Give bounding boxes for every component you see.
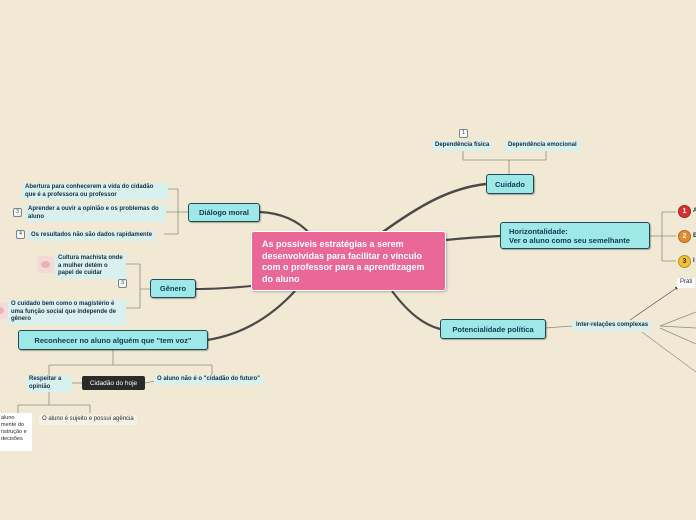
branch-horizontalidade <box>446 236 500 240</box>
branch-potencialidade <box>392 291 440 329</box>
subtopic-sujeito-agencia[interactable]: O aluno é sujeito e possui agência <box>39 415 137 425</box>
subtopic-resultados[interactable]: Os resultados não são dados rapidamente <box>28 231 155 241</box>
priority-1-icon: 1 <box>678 205 691 218</box>
subtopic-aluno-construcao[interactable]: aluno mente do nstrução e decisões <box>0 413 32 451</box>
branch-cuidado <box>380 184 486 234</box>
branch-genero <box>196 286 251 289</box>
priority-3-icon: 3 <box>678 255 691 268</box>
subtopic-dependencia-fisica[interactable]: Dependência física <box>432 141 492 151</box>
central-topic[interactable]: As possíveis estratégias a serem desenvo… <box>251 231 446 291</box>
subtopic-cuidado-magisterio[interactable]: O cuidado bem como o magistério é uma fu… <box>8 300 126 325</box>
image-thumbnail-icon-2 <box>0 302 8 319</box>
subtopic-pratica[interactable]: Práti <box>677 278 695 288</box>
topic-cuidado[interactable]: Cuidado <box>486 174 534 194</box>
subtopic-cultura-machista[interactable]: Cultura machista onde a mulher detém o p… <box>55 254 126 279</box>
topic-genero[interactable]: Gênero <box>150 279 196 298</box>
cuidado-badge: 1 <box>459 129 468 138</box>
subtopic-inter-relacoes[interactable]: Inter-relações complexas <box>573 321 651 331</box>
topic-horizontalidade[interactable]: Horizontalidade: Ver o aluno como seu se… <box>500 222 650 249</box>
subtopic-dependencia-emocional[interactable]: Dependência emocional <box>505 141 580 151</box>
dialogo-badge-1: 3 <box>13 208 22 217</box>
subtopic-abertura[interactable]: Abertura para conhecerem a vida do cidad… <box>22 183 168 200</box>
subtopic-cidadao-futuro[interactable]: O aluno não é o "cidadão do futuro" <box>154 375 263 385</box>
branch-reconhecer <box>207 291 295 340</box>
horizontalidade-line1: Horizontalidade: <box>509 227 630 236</box>
priority-2-icon: 2 <box>678 230 691 243</box>
subtopic-cidadao-do-hoje[interactable]: Cidadão do hoje <box>82 376 145 390</box>
priority-3-text: I <box>693 258 695 264</box>
subtopic-aprender-ouvir[interactable]: Aprender a ouvir a opinião e os problema… <box>25 205 166 222</box>
dialogo-badge-2: 4 <box>16 230 25 239</box>
horizontalidade-line2: Ver o aluno como seu semelhante <box>509 236 630 245</box>
subtopic-respeitar-opiniao[interactable]: Respeitar a opinião <box>26 375 72 392</box>
topic-potencialidade-politica[interactable]: Potencialidade política <box>440 319 546 339</box>
topic-reconhecer-voz[interactable]: Reconhecer no aluno alguém que "tem voz" <box>18 330 208 350</box>
genero-badge: 3 <box>118 279 127 288</box>
topic-dialogo-moral[interactable]: Diálogo moral <box>188 203 260 222</box>
image-thumbnail-icon <box>37 256 54 273</box>
